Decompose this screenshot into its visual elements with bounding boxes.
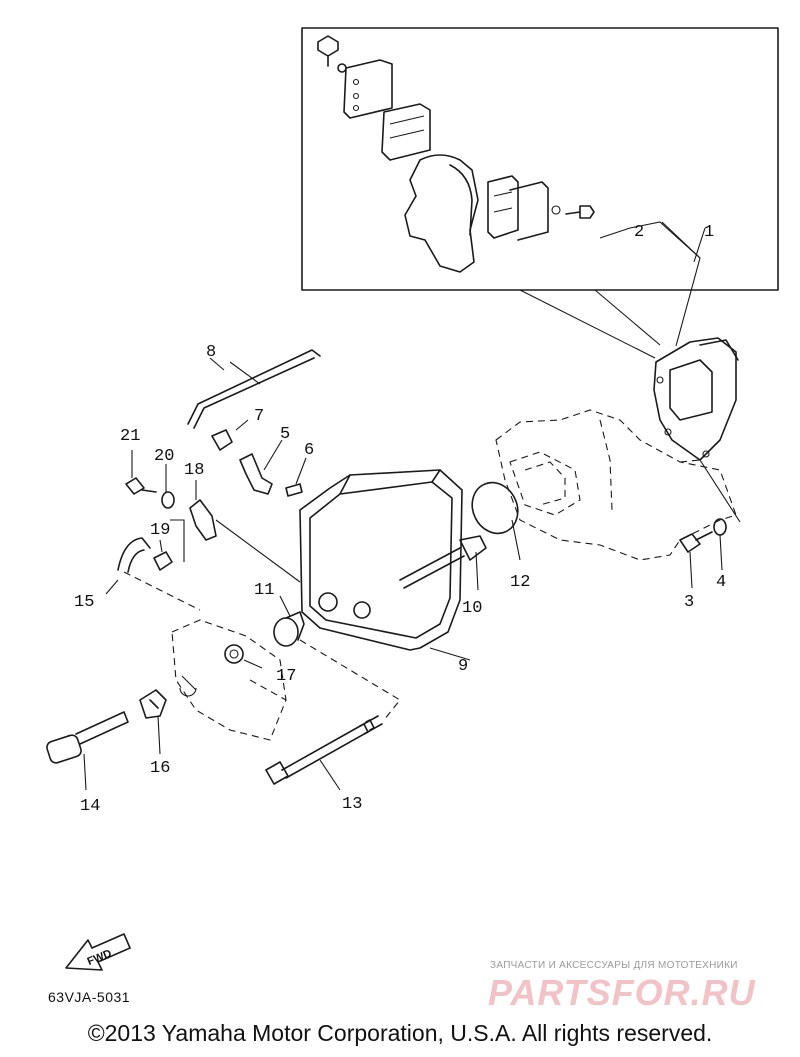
callout-numbers: 1 2 3 4 5 6 7 8 9 10 11 12 13 14 15 16 1… bbox=[74, 223, 726, 816]
callout-2: 2 bbox=[634, 223, 644, 242]
part-lever-18 bbox=[189, 480, 301, 583]
part-long-bolt-13 bbox=[265, 639, 401, 791]
callout-5: 5 bbox=[280, 425, 290, 444]
callout-18: 18 bbox=[184, 461, 204, 480]
part-handle-14 bbox=[46, 711, 129, 791]
part-small-fittings bbox=[211, 419, 307, 497]
fwd-arrow-icon: FWD bbox=[65, 933, 131, 971]
callout-9: 9 bbox=[458, 657, 468, 676]
part-bolt-10 bbox=[399, 535, 487, 591]
part-screw-21 bbox=[125, 450, 157, 495]
leader-lines bbox=[209, 221, 706, 371]
copyright-notice: ©2013 Yamaha Motor Corporation, U.S.A. A… bbox=[87, 1020, 713, 1046]
part-clip-17 bbox=[224, 644, 263, 669]
part-bolt-3 bbox=[679, 531, 713, 589]
part-washer-4 bbox=[713, 518, 727, 571]
callout-20: 20 bbox=[154, 447, 174, 466]
watermark-tagline: ЗАПЧАСТИ И АКСЕССУАРЫ ДЛЯ МОТОТЕХНИКИ bbox=[490, 960, 738, 971]
callout-19: 19 bbox=[150, 521, 170, 540]
inset-reed-valve-parts bbox=[317, 35, 595, 273]
callout-6: 6 bbox=[304, 441, 314, 460]
callout-11: 11 bbox=[254, 581, 274, 600]
part-reed-valve-assembly bbox=[653, 337, 739, 461]
callout-16: 16 bbox=[150, 759, 170, 778]
callout-10: 10 bbox=[462, 599, 482, 618]
bottom-cowling-outline bbox=[171, 619, 287, 741]
callout-21: 21 bbox=[120, 427, 140, 446]
engine-block-outline bbox=[495, 409, 741, 561]
callout-15: 15 bbox=[74, 593, 94, 612]
part-hose-15 bbox=[105, 537, 201, 611]
callout-13: 13 bbox=[342, 795, 362, 814]
callout-4: 4 bbox=[716, 573, 726, 592]
part-washer-20 bbox=[161, 464, 175, 509]
part-link-rod bbox=[187, 349, 321, 429]
part-drain-plug-16 bbox=[139, 689, 167, 755]
part-grommet-11 bbox=[273, 595, 305, 647]
callout-3: 3 bbox=[684, 593, 694, 612]
callout-12: 12 bbox=[510, 573, 530, 592]
part-silencer-box bbox=[299, 469, 471, 661]
callout-17: 17 bbox=[276, 667, 296, 686]
callout-1: 1 bbox=[704, 223, 714, 242]
callout-7: 7 bbox=[254, 407, 264, 426]
callout-14: 14 bbox=[80, 797, 100, 816]
part-gasket bbox=[471, 481, 521, 561]
diagram-code: 63VJA-5031 bbox=[48, 989, 131, 1005]
callout-8: 8 bbox=[206, 343, 216, 362]
watermark-logo: PARTSFOR.RU bbox=[488, 972, 756, 1013]
part-clip-19 bbox=[153, 519, 185, 571]
inset-detail-box bbox=[301, 27, 779, 359]
